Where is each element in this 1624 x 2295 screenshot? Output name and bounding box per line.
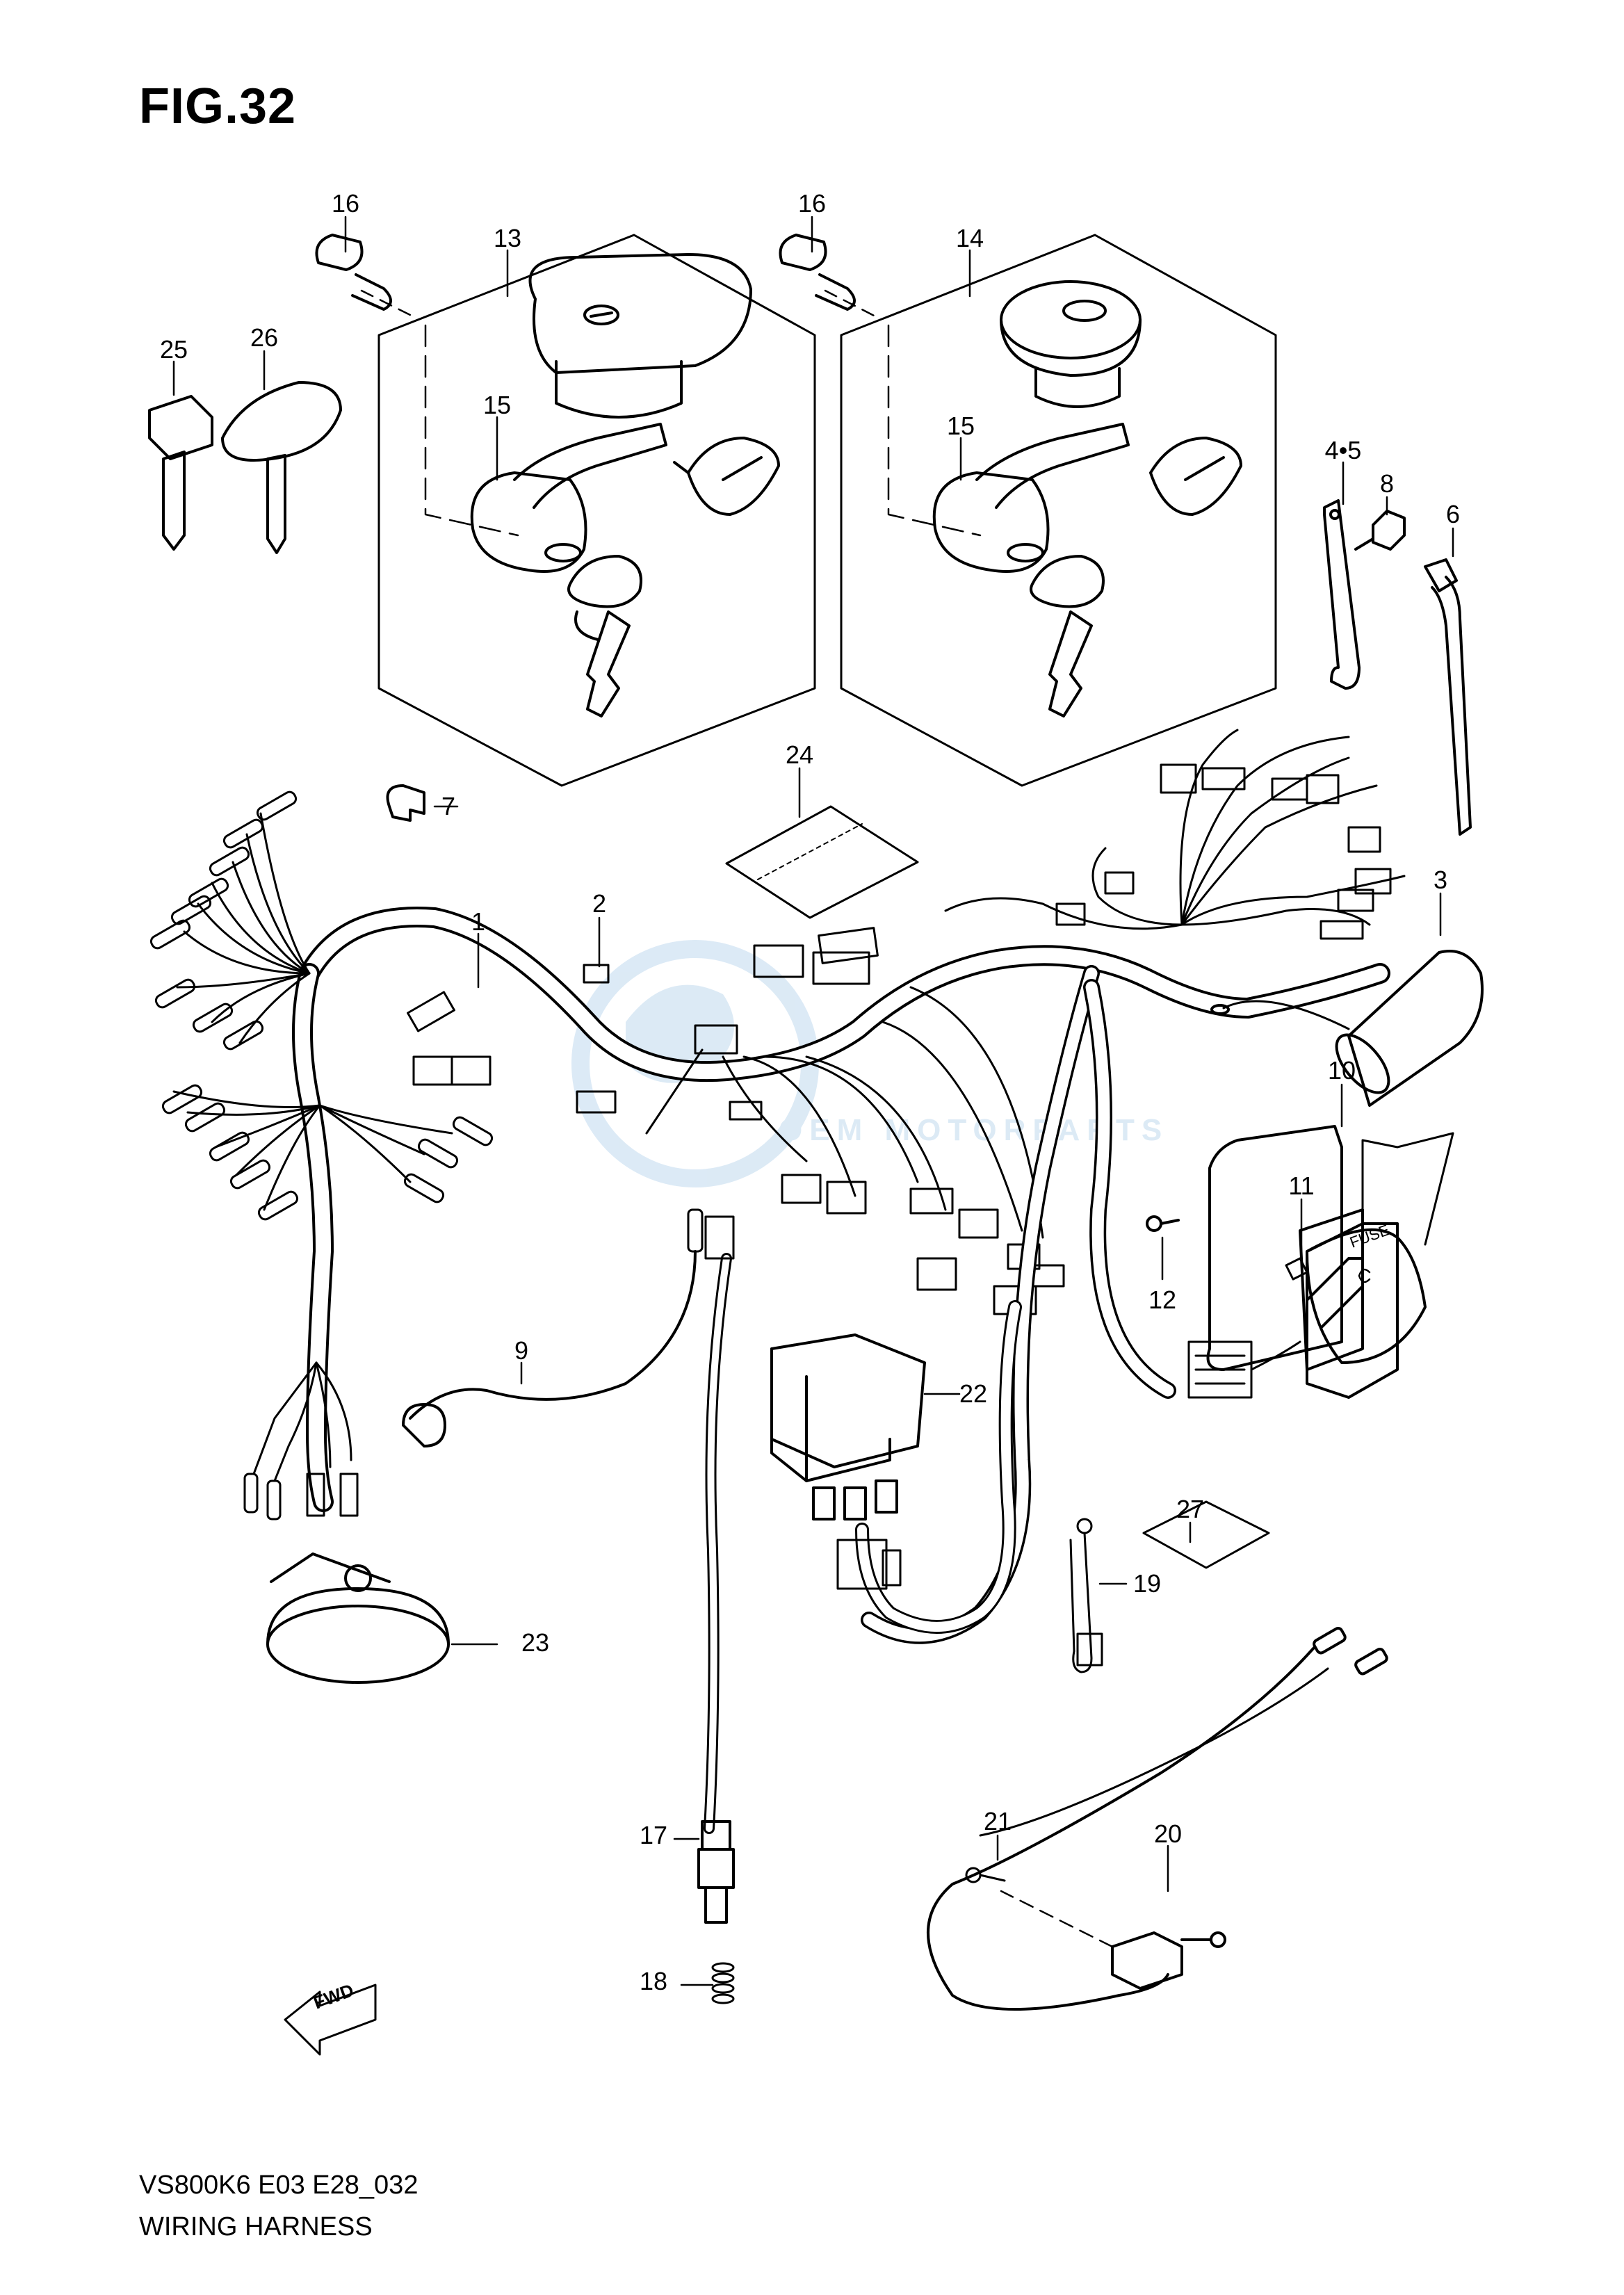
callout-number: 12	[1148, 1286, 1176, 1314]
bracket-4-5	[1323, 499, 1361, 690]
callout-number: 26	[250, 323, 278, 352]
key-cylinder-15-right	[932, 423, 1130, 573]
callout-number: 24	[786, 740, 813, 769]
callout-number: 20	[1154, 1819, 1182, 1848]
label-sheet-24	[725, 805, 919, 919]
cable-tie-6	[1424, 558, 1472, 836]
lock-bracket-right	[1149, 437, 1242, 516]
main-wiring-harness-1	[149, 729, 1406, 1644]
screw-16-right	[779, 234, 881, 320]
side-harness	[836, 1300, 1022, 1634]
callout-number: 17	[640, 1821, 667, 1849]
bolt-21	[965, 1867, 1006, 1883]
lead-wire-9	[402, 1208, 704, 1447]
callout-box-14	[840, 234, 1277, 787]
callout-number: 3	[1434, 866, 1447, 894]
ignition-keys	[567, 555, 642, 717]
condenser-3	[1210, 950, 1484, 1107]
callout-number: 8	[1380, 469, 1394, 498]
spring-18	[711, 1962, 735, 2004]
callout-number: 14	[956, 224, 984, 252]
callout-number: 16	[798, 189, 826, 218]
fuse-cover	[1306, 1228, 1427, 1364]
callout-number: 18	[640, 1967, 667, 1995]
callout-number: 21	[984, 1807, 1012, 1835]
fuse-box-10: FUSE	[1206, 1125, 1454, 1399]
callout-number: 6	[1446, 500, 1460, 528]
fuse-box-label: FUSE	[1347, 1221, 1392, 1251]
sensor-19	[1069, 1518, 1103, 1673]
callout-number: 2	[592, 889, 606, 918]
ignition-keys-right	[1030, 555, 1105, 717]
callout-number: 4•5	[1325, 436, 1362, 464]
label-27	[1142, 1500, 1270, 1569]
clamp-7	[386, 784, 425, 822]
oil-pressure-switch-17	[697, 1215, 735, 1924]
callout-number: 23	[521, 1628, 549, 1657]
ignition-cover	[528, 253, 752, 419]
forward-arrow-label: FWD	[311, 1979, 357, 2013]
screw-12	[1146, 1215, 1180, 1232]
callout-number: 1	[471, 907, 485, 936]
figure-subtitle: WIRING HARNESS	[139, 2212, 373, 2241]
callout-number: 13	[494, 224, 521, 252]
callout-number: 15	[947, 412, 975, 440]
screw-16-left	[315, 234, 419, 320]
callout-number: 15	[483, 391, 511, 419]
connector-2	[583, 964, 610, 984]
figure-title: FIG.32	[139, 79, 297, 134]
callout-number: 25	[160, 335, 188, 364]
callout-number: 9	[514, 1336, 528, 1365]
key-cylinder-15	[470, 423, 667, 573]
ignition-switch-set-13	[315, 234, 816, 787]
callout-number: 10	[1328, 1056, 1356, 1085]
ignition-switch-set-14	[779, 234, 1277, 787]
connector-block	[1187, 1340, 1301, 1399]
bolt-8	[1354, 510, 1406, 551]
forward-arrow-icon: FWD	[284, 1979, 377, 2056]
figure-code: VS800K6 E03 E28_032	[139, 2171, 419, 2200]
relay-22	[770, 1333, 926, 1520]
callout-number: 19	[1133, 1569, 1161, 1598]
ignition-cover-round	[1000, 280, 1142, 408]
key-25	[148, 395, 213, 551]
fuse-11	[1285, 1257, 1308, 1281]
callout-number: 11	[1288, 1171, 1314, 1200]
callout-number: 27	[1176, 1495, 1204, 1523]
callout-number: 16	[332, 189, 359, 218]
horn-23	[266, 1552, 450, 1684]
callout-number: 22	[959, 1379, 987, 1408]
callout-box-13	[377, 234, 816, 787]
switch-20	[927, 1627, 1388, 2011]
key-26	[221, 381, 342, 554]
callout-number: 7	[441, 792, 455, 820]
lock-bracket	[673, 437, 780, 516]
